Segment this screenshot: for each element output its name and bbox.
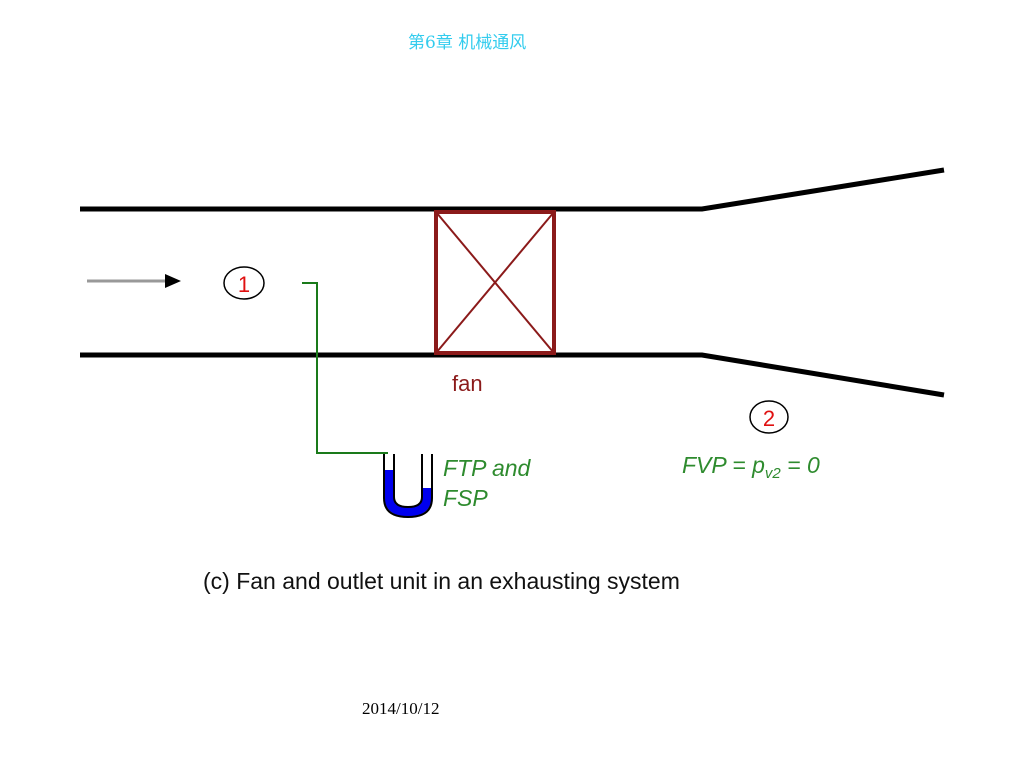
chapter-title: 第6章 机械通风 (408, 33, 527, 53)
diagram-caption: (c) Fan and outlet unit in an exhausting… (203, 568, 680, 594)
footer-date: 2014/10/12 (362, 699, 440, 718)
fan-box (434, 210, 556, 355)
u-tube-manometer-icon (383, 454, 433, 519)
fvp-subscript: v2 (765, 465, 782, 482)
station-2-marker: 2 (749, 400, 789, 434)
duct-top-wall (80, 167, 945, 212)
station-1-marker: 1 (223, 266, 265, 300)
manometer-label-line2: FSP (443, 485, 488, 511)
fvp-equation: FVP = pv2 = 0 (682, 452, 820, 482)
station-2-number: 2 (763, 406, 775, 431)
duct-bottom-wall (80, 352, 945, 398)
flow-arrow-icon (87, 274, 181, 288)
pressure-tap-tube (302, 282, 388, 454)
station-1-number: 1 (238, 272, 250, 297)
fvp-prefix: FVP = p (682, 452, 765, 478)
fvp-suffix: = 0 (781, 452, 820, 478)
manometer-label-line1: FTP and (443, 455, 532, 481)
fan-label: fan (452, 371, 483, 396)
